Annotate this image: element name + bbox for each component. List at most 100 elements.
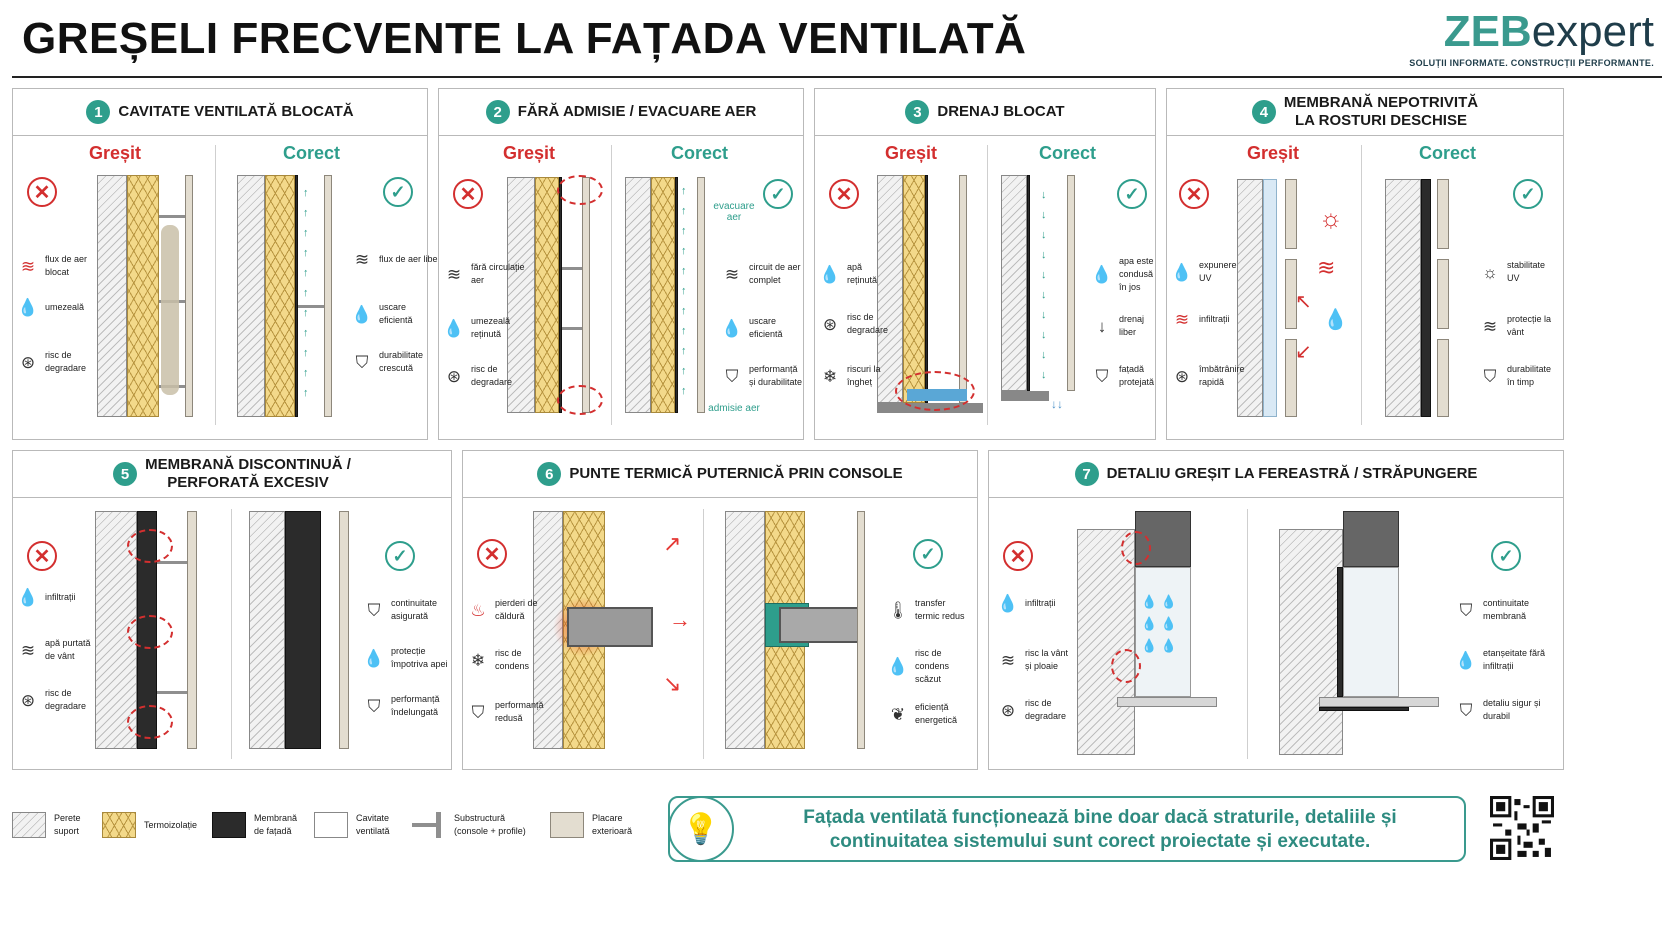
insulation-layer (127, 175, 159, 417)
support-wall (97, 175, 127, 417)
panel-divider (703, 509, 704, 759)
wrong-label: Greșit (503, 143, 556, 163)
correct-item: ❦eficiență energetică (887, 701, 971, 727)
correct-label: Corect (1419, 143, 1477, 163)
brand-logo-part2: expert (1531, 7, 1654, 56)
panel-number: 7 (1074, 462, 1099, 486)
shield-icon: ⛉ (725, 366, 739, 386)
drop-icon: 💧 (997, 594, 1019, 613)
insulation-layer (651, 177, 675, 413)
correct-item: 🌡transfer termic redus (887, 598, 965, 621)
panel-title: DETALIU GREȘIT LA FEREASTRĂ / STRĂPUNGER… (1106, 465, 1478, 482)
bracket (562, 267, 582, 270)
panel-divider (231, 509, 232, 759)
insulation-swatch (102, 812, 136, 838)
thermometer-icon: 🌡 (887, 600, 909, 620)
cladding (582, 177, 590, 413)
wrong-x-icon: ✕ (27, 177, 57, 207)
degradation-icon: ⊛ (20, 352, 36, 372)
correct-section-figure (1279, 511, 1449, 757)
degradation-icon: ⊛ (822, 314, 838, 334)
wrong-item: ≋risc la vânt și ploaie (997, 647, 1075, 673)
degradation-icon: ⊛ (1174, 366, 1190, 386)
support-wall (237, 175, 265, 417)
brand-logo-part1: ZEB (1443, 7, 1532, 56)
support-wall (625, 177, 651, 413)
correct-label: Corect (283, 143, 341, 163)
correct-item: 💧uscare eficientă (351, 302, 413, 325)
wrong-label: Greșit (89, 143, 142, 163)
wrong-label: Greșit (1247, 143, 1300, 163)
shield-icon: ⛉ (1095, 366, 1109, 386)
correct-item: ⛉detaliu sigur și durabil (1455, 697, 1563, 723)
infiltration-arrow-icon: ↖ (1295, 291, 1312, 313)
bracket (159, 215, 185, 218)
qr-code[interactable] (1490, 796, 1554, 860)
drop-icon: 💧 (1171, 262, 1193, 282)
cladding (324, 175, 332, 417)
panel-divider (611, 145, 612, 425)
correct-section-figure (249, 511, 359, 749)
wrong-label: Greșit (885, 143, 938, 163)
wrong-item: ⊛risc de degradare (17, 349, 107, 375)
support-wall (725, 511, 765, 749)
closed-bottom-hotspot (557, 385, 603, 415)
support-wall (1077, 529, 1135, 755)
airflow-icon: ≋ (1174, 310, 1190, 329)
correct-item: ≋flux de aer liber (351, 250, 441, 269)
panel-7: 7 DETALIU GREȘIT LA FEREASTRĂ / STRĂPUNG… (988, 450, 1564, 770)
panel-title: MEMBRANĂ DISCONTINUĂ /PERFORATĂ EXCESIV (145, 456, 351, 491)
panel-header: 3 DRENAJ BLOCAT (815, 89, 1155, 136)
sun-uv-icon: ☼ (1319, 203, 1343, 233)
shield-icon: ⛉ (1459, 700, 1473, 720)
shield-icon: ⛉ (367, 696, 381, 716)
membrane (1421, 179, 1431, 417)
wrong-x-icon: ✕ (829, 179, 859, 209)
correct-item: 💧apa este condusă în jos (1091, 256, 1154, 292)
correct-section-figure (725, 511, 875, 749)
wrong-item: 💧expunere UV (1171, 260, 1237, 283)
airflow-icon: ≋ (354, 250, 370, 269)
support-wall (1279, 529, 1343, 755)
cladding-swatch (550, 812, 584, 838)
bracket (298, 305, 324, 308)
correct-item: ⛉durabilitate în timp (1479, 363, 1557, 389)
bracket (562, 327, 582, 330)
water-drops-icon: 💧 💧💧 💧💧 💧 (1141, 594, 1177, 653)
membrane (925, 175, 928, 403)
legend-item: Perete suport (12, 812, 94, 838)
panel-number: 4 (1251, 100, 1276, 124)
correct-item: ≋circuit de aer complet (721, 261, 803, 287)
membrane (1337, 567, 1343, 697)
correct-section-figure: ↓↓↓↓↓↓↓↓↓↓ ↓↓ (1001, 175, 1091, 415)
correct-item: 💧protecție împotriva apei (363, 646, 448, 669)
membrane (675, 177, 678, 413)
cladding (959, 175, 967, 403)
window-sill (1319, 697, 1439, 707)
legend-item: Cavitate ventilată (314, 812, 402, 838)
correct-item: ⛉performanță îndelungată (363, 693, 449, 719)
wrong-section-figure (507, 175, 603, 415)
correct-section-figure (1385, 179, 1455, 417)
shield-icon: ⛉ (471, 702, 485, 722)
correct-item: ⛉continuitate asigurată (363, 597, 449, 623)
arrow-down-icon: ↓ (1097, 316, 1107, 336)
wrong-x-icon: ✕ (27, 541, 57, 571)
membrane (295, 175, 298, 417)
correct-check-icon: ✓ (1513, 179, 1543, 209)
panel-title: FĂRĂ ADMISIE / EVACUARE AER (517, 103, 757, 120)
debris-blockage (161, 225, 179, 395)
cladding (697, 177, 705, 413)
correct-item: 💧uscare eficientă (721, 316, 783, 339)
correct-item: 💧etanșeitate fără infiltrații (1455, 648, 1546, 671)
shield-icon: ⛉ (355, 352, 369, 372)
wrong-section-figure (97, 175, 197, 417)
panel-1: 1 CAVITATE VENTILATĂ BLOCATĂ Greșit Core… (12, 88, 441, 440)
wrong-item: ⊛risc de degradare (997, 697, 1075, 723)
wrong-item: ⊛risc de degradare (443, 363, 512, 389)
window-frame (1135, 567, 1191, 697)
steel-bracket (779, 607, 865, 643)
legend: Perete suport Termoizolație Membrană de … (12, 792, 652, 862)
correct-section-figure: ↑↑↑↑↑↑↑↑↑↑↑ (625, 177, 725, 413)
legend-item: Placare exterioară (550, 812, 636, 838)
